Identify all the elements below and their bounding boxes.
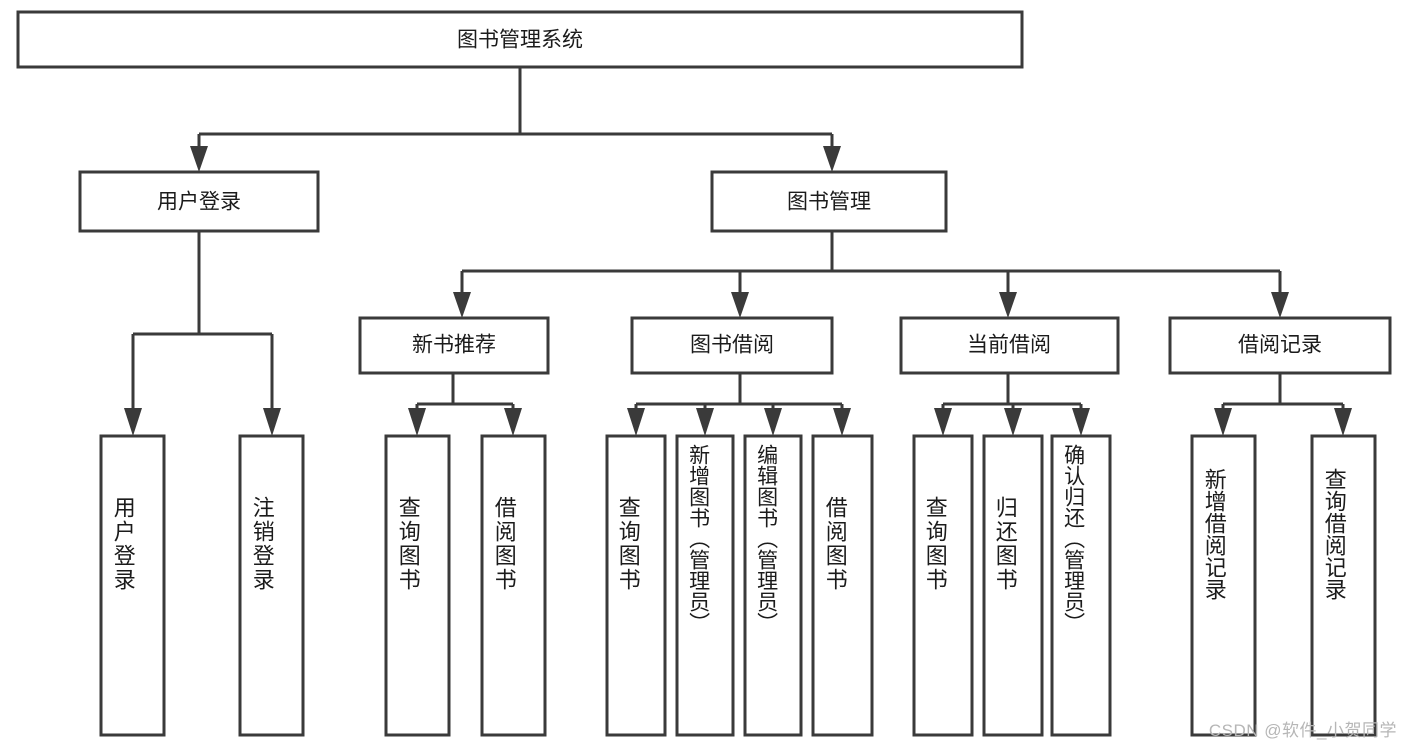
arrow-head-new-books bbox=[453, 292, 471, 318]
arrow-head-borrow bbox=[731, 292, 749, 318]
arrow-head-leaf-add-book bbox=[696, 408, 714, 436]
node-box-user-login[interactable] bbox=[78, 170, 320, 233]
arrow-head-leaf-logout bbox=[263, 408, 281, 436]
leaf-box-borrow-books-borrow[interactable] bbox=[811, 434, 874, 737]
node-label-user-login: 用户登录 bbox=[157, 191, 241, 214]
node-label-book-management: 图书管理 bbox=[787, 191, 871, 214]
arrow-head-leaf-borrow-books-1 bbox=[504, 408, 522, 436]
leaf-box-query-books-newbook[interactable] bbox=[384, 434, 451, 737]
node-box-current-borrow[interactable] bbox=[899, 316, 1120, 375]
arrow-head-leaf-borrow-books-2 bbox=[833, 408, 851, 436]
arrow-head-leaf-query-books-2 bbox=[627, 408, 645, 436]
leaf-box-edit-book-admin[interactable] bbox=[743, 434, 803, 737]
connector-group-current bbox=[934, 373, 1090, 436]
connector-group-records bbox=[1214, 373, 1352, 436]
arrow-head-records bbox=[1271, 292, 1289, 318]
node-label-new-book-recommend: 新书推荐 bbox=[412, 334, 496, 357]
arrow-head-leaf-return-book bbox=[1004, 408, 1022, 436]
node-label-book-borrow: 图书借阅 bbox=[690, 334, 774, 357]
leaf-box-query-books-current[interactable] bbox=[912, 434, 974, 737]
arrow-head-leaf-query-books-1 bbox=[408, 408, 426, 436]
connector-group-borrow bbox=[627, 373, 851, 436]
node-box-book-borrow[interactable] bbox=[630, 316, 834, 375]
node-boxes: 图书管理系统 用户登录 图书管理 新书推荐 图书借阅 当前借阅 借阅记录 bbox=[16, 10, 1392, 375]
leaf-box-query-books-borrow[interactable] bbox=[605, 434, 667, 737]
connector-group-root bbox=[190, 67, 841, 172]
connector-group-book-mgmt bbox=[453, 231, 1289, 318]
leaf-box-user-login[interactable] bbox=[99, 434, 166, 737]
connector-group-new-books bbox=[408, 373, 522, 436]
leaf-box-add-borrow-record[interactable] bbox=[1190, 434, 1257, 737]
arrow-head-current bbox=[999, 292, 1017, 318]
arrow-head-leaf-confirm-return bbox=[1072, 408, 1090, 436]
csdn-watermark: CSDN @软件_小贺同学 bbox=[1208, 721, 1397, 740]
node-box-root[interactable] bbox=[16, 10, 1024, 69]
leaf-box-query-borrow-record[interactable] bbox=[1310, 434, 1377, 737]
node-box-borrow-records[interactable] bbox=[1168, 316, 1392, 375]
connector-group-user-login bbox=[124, 231, 281, 436]
arrow-head-leaf-add-record bbox=[1214, 408, 1232, 436]
leaf-boxes bbox=[99, 434, 1377, 737]
node-box-new-book-recommend[interactable] bbox=[358, 316, 550, 375]
leaf-box-confirm-return-admin[interactable] bbox=[1050, 434, 1112, 737]
arrow-head-leaf-query-books-3 bbox=[934, 408, 952, 436]
node-box-book-management[interactable] bbox=[710, 170, 948, 233]
arrow-head-leaf-query-record bbox=[1334, 408, 1352, 436]
leaf-box-borrow-books-newbook[interactable] bbox=[480, 434, 547, 737]
arrow-head-user-login bbox=[190, 146, 208, 172]
arrow-head-leaf-edit-book bbox=[764, 408, 782, 436]
leaf-box-return-book[interactable] bbox=[982, 434, 1044, 737]
node-label-root: 图书管理系统 bbox=[457, 29, 583, 52]
node-label-current-borrow: 当前借阅 bbox=[967, 334, 1051, 357]
leaf-box-logout[interactable] bbox=[238, 434, 305, 737]
arrow-head-book-mgmt bbox=[823, 146, 841, 172]
node-label-borrow-records: 借阅记录 bbox=[1238, 334, 1322, 357]
arrow-head-leaf-user-login bbox=[124, 408, 142, 436]
leaf-box-add-book-admin[interactable] bbox=[675, 434, 735, 737]
